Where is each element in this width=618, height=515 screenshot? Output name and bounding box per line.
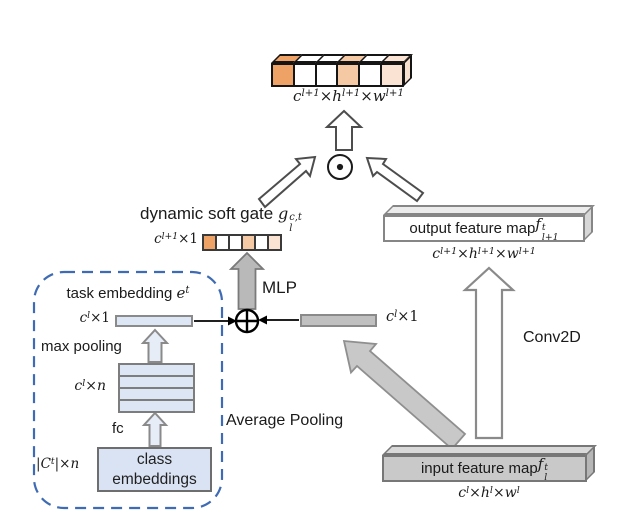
feature-to-multiply-arrow	[365, 156, 425, 203]
task-embedding-label: task embedding et	[40, 284, 216, 302]
fc-arrow	[141, 411, 169, 447]
output-map-text: output feature map	[409, 220, 536, 237]
task-embedding-text: task embedding	[66, 285, 177, 302]
task-embedding-symbol: et	[176, 284, 190, 302]
elementwise-multiply-icon	[327, 154, 353, 180]
input-map-dims-label: cl×hl×wl	[458, 484, 520, 501]
conv2d-arrow	[462, 266, 516, 440]
max-pooling-label: max pooling	[41, 338, 122, 355]
gate-dims-label: cl+1×1	[154, 230, 198, 247]
pooled-vector-dims-label: cl×1	[386, 308, 419, 325]
elementwise-add-icon	[234, 308, 260, 334]
fc-label: fc	[112, 420, 124, 437]
conv2d-label: Conv2D	[523, 329, 581, 346]
class-matrix-dims-label: cl×n	[74, 377, 106, 394]
class-embeddings-line1: class	[136, 450, 173, 468]
input-map-text: input feature map	[420, 460, 538, 477]
task-encoder-dashed-box	[32, 270, 224, 510]
gate-to-multiply-arrow	[257, 155, 317, 209]
average-pooling-arrow	[342, 339, 467, 451]
multiply-to-output-arrow	[324, 109, 364, 151]
input-box-top-face	[382, 445, 597, 455]
output-map-dims-label: cl+1×hl+1×wl+1	[432, 245, 536, 262]
pooled-vector	[300, 314, 377, 327]
output-box-top-face	[383, 205, 595, 215]
gate-vector-cells	[202, 234, 282, 251]
gated-output-tensor-top-face	[271, 54, 414, 63]
output-tensor-dims-label: cl+1×hl+1×wl+1	[293, 87, 404, 105]
gate-label-text: dynamic soft gate	[140, 204, 278, 223]
gated-output-tensor	[271, 54, 414, 87]
mlp-arrow	[228, 251, 266, 310]
average-pooling-label: Average Pooling	[226, 412, 344, 429]
task-embedding-to-add-arrow	[194, 316, 237, 326]
mlp-label: MLP	[262, 278, 297, 297]
class-embeddings-line2: embeddings	[112, 470, 197, 488]
task-embedding-vector	[115, 315, 193, 327]
task-embedding-dims-label: cl×1	[79, 309, 110, 326]
class-embeddings-dims-label: |Ct|×n	[36, 455, 80, 472]
pooled-to-add-arrow	[258, 315, 299, 325]
class-embeddings-box: class embeddings	[97, 447, 212, 492]
max-pooling-arrow	[140, 328, 170, 363]
matrix-row	[118, 399, 195, 413]
class-embedding-matrix	[118, 363, 195, 413]
gated-output-tensor-cells	[271, 63, 405, 87]
